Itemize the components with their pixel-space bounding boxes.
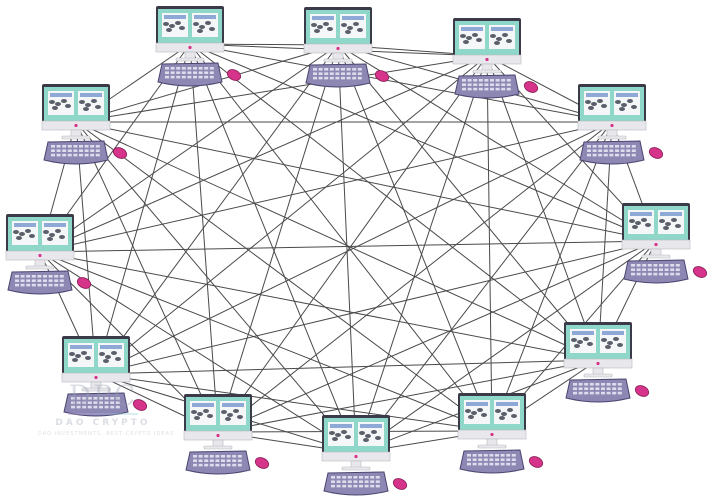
network-link [189,43,493,432]
network-link [95,240,657,375]
network-link [39,121,613,253]
network-link [217,240,657,433]
network-link [189,43,613,123]
network-link [337,44,493,432]
desktop-computer-icon [563,322,650,403]
network-link [75,121,357,454]
network-link [189,43,219,433]
network-link [39,55,488,253]
network-link [75,121,657,242]
watermark-tagline: DAO INVESTMENTS, BEST CRYPTO IDEAS [38,431,175,437]
network-link [189,43,357,454]
network-link [75,121,599,361]
network-link [95,55,488,375]
network-link [39,44,339,253]
desktop-computer-icon [577,84,664,165]
watermark-divider [68,413,138,415]
network-link [337,44,657,242]
watermark: DPC DAO CRYPTO DAO INVESTMENTS, BEST CRY… [38,379,175,438]
network-link [491,121,613,432]
network-link [217,359,599,433]
desktop-computer-icon [457,393,544,474]
network-link [75,121,493,432]
desktop-computer-icon [303,7,390,88]
network-link [95,44,339,375]
network-link [39,251,493,432]
network-nodes [5,6,708,496]
desktop-computer-icon [621,203,708,284]
network-link [337,44,357,454]
desktop-computer-icon [321,415,408,496]
network-link [355,240,657,454]
network-link [39,251,599,361]
desktop-computer-icon [183,394,270,475]
watermark-logo: DPC [68,379,138,412]
desktop-computer-icon [155,6,242,87]
network-link [39,251,357,454]
network-link [75,55,488,123]
desktop-computer-icon [452,18,539,99]
desktop-computer-icon [41,84,128,165]
network-link [189,43,599,361]
network-link [95,359,599,375]
network-link [486,55,599,361]
network-link [95,43,191,375]
network-link [217,44,339,433]
desktop-computer-icon [5,214,92,295]
desktop-computer-icon [61,336,148,417]
network-link [95,121,613,375]
network-link [95,373,493,432]
watermark-name: DAO CRYPTO [55,418,151,428]
network-link [75,121,219,433]
